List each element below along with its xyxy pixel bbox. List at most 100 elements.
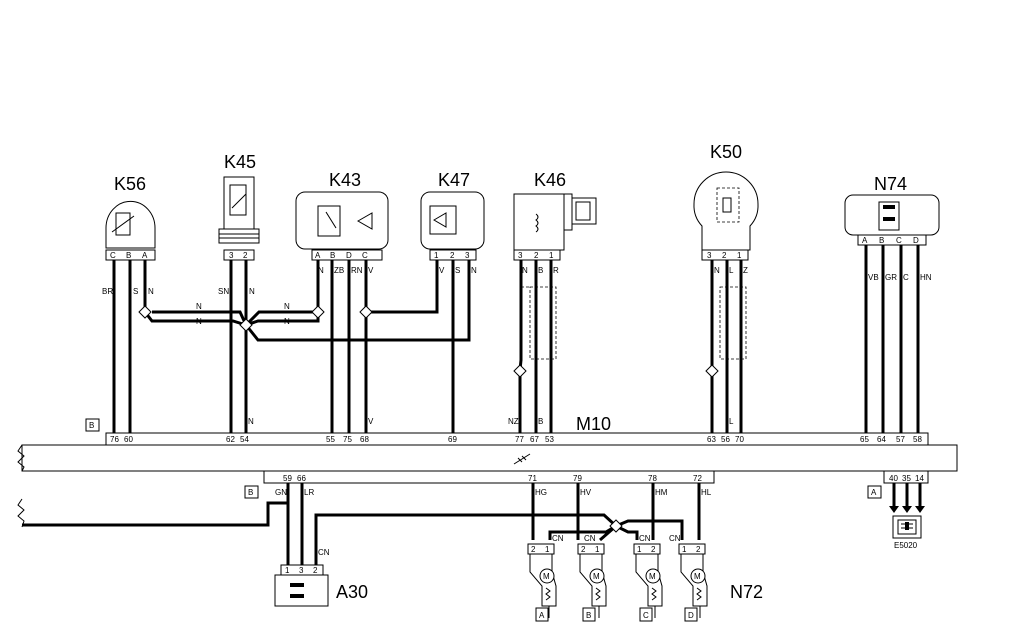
bottom-label-v: V (368, 417, 374, 426)
ecu-top-connector-label: B (89, 421, 94, 430)
harness-label-1: N (196, 302, 202, 311)
k43-wire-v: V (368, 266, 374, 275)
n74-pin-b: B (879, 236, 884, 245)
inj-c-pin-1: 1 (637, 545, 642, 554)
a30-body (274, 574, 329, 607)
k45-body (223, 176, 255, 230)
pin-79: 79 (573, 474, 582, 483)
pin-57: 57 (896, 435, 905, 444)
component-k43: K43 A B D C (295, 170, 389, 261)
inj-c-pin-2: 2 (651, 545, 656, 554)
k56-wire-n: N (148, 287, 154, 296)
k56-sensor-icon (115, 212, 131, 236)
k47-label: K47 (438, 170, 470, 190)
pin-70: 70 (735, 435, 744, 444)
k50-wire-l: L (729, 266, 734, 275)
wire-a30-2 (314, 513, 618, 565)
wire-inj-cn-d (615, 519, 684, 540)
k50-wire-z: Z (743, 266, 748, 275)
ecu-m10: M10 B B A (17, 414, 958, 499)
k46-splice (513, 364, 527, 378)
arrow-down-icon (889, 506, 899, 513)
k47-wire-s: S (455, 266, 460, 275)
inj-d-motor-icon (690, 568, 706, 584)
k50-label: K50 (710, 142, 742, 162)
n74-body (844, 194, 940, 236)
pin-59: 59 (283, 474, 292, 483)
wire-label-lr: LR (304, 488, 314, 497)
wire-label-hm: HM (655, 488, 668, 497)
injector-a: 2 1 M A (527, 543, 557, 622)
k50-connector (701, 249, 749, 261)
component-k56: K56 C B A (105, 174, 156, 261)
inj-c-wire-cn: CN (639, 534, 651, 543)
inj-d-wire-cn: CN (669, 534, 681, 543)
inj-d-pin-2: 2 (696, 545, 701, 554)
junction-harness: N N N N N V (138, 302, 374, 426)
ecu-bottom-connector-a-tag (867, 485, 882, 499)
wire-label-hv: HV (580, 488, 592, 497)
k50-pin-3: 3 (707, 251, 712, 260)
injector-b: 2 1 M B (577, 543, 607, 622)
n74-pin-a: A (862, 236, 868, 245)
a30-label: A30 (336, 582, 368, 602)
k43-body (295, 191, 389, 250)
inj-a-pin-2: 2 (531, 545, 536, 554)
k56-pin-a: A (142, 251, 148, 260)
n74-wire-c: C (903, 273, 909, 282)
k45-wire-sn: SN (218, 287, 229, 296)
e5020-label: E5020 (894, 541, 918, 550)
bottom-label-l: L (729, 417, 734, 426)
k56-wire-s: S (133, 287, 138, 296)
component-k45: K45 3 2 (218, 152, 260, 261)
inj-d-label: D (688, 611, 694, 620)
k45-pin-2: 2 (243, 251, 248, 260)
wire-k47-3 (244, 260, 471, 342)
k43-wire-rn: RN (351, 266, 363, 275)
inj-b-pin-2: 2 (581, 545, 586, 554)
inj-c-motor-icon (645, 568, 661, 584)
a30-pin-3: 3 (299, 566, 304, 575)
pin-53: 53 (545, 435, 554, 444)
k56-pin-b: B (126, 251, 131, 260)
k56-pin-c: C (110, 251, 116, 260)
pin-65: 65 (860, 435, 869, 444)
ecu-bottom-connector-b-label: B (248, 488, 253, 497)
lower-harness: GN LR CN (17, 483, 618, 565)
k43-wire-n: N (318, 266, 324, 275)
arrow-down-icon (915, 506, 925, 513)
k50-pin-1: 1 (737, 251, 742, 260)
k56-label: K56 (114, 174, 146, 194)
pin-58: 58 (913, 435, 922, 444)
k43-wire-zb: ZB (334, 266, 344, 275)
k45-flange (218, 228, 260, 244)
inj-d-motor-label: M (694, 572, 701, 581)
pin-76: 76 (110, 435, 119, 444)
inj-a-motor-icon (539, 568, 555, 584)
k43-pin-a: A (315, 251, 321, 260)
inj-b-label: B (586, 611, 591, 620)
inj-b-motor-label: M (593, 572, 600, 581)
bottom-label-nz: NZ (508, 417, 519, 426)
k46-pin-1: 1 (549, 251, 554, 260)
k50-wire-n: N (714, 266, 720, 275)
n74-wire-gr: GR (885, 273, 897, 282)
pin-67: 67 (530, 435, 539, 444)
wire-lower-main (22, 501, 288, 527)
wire-label-hg: HG (535, 488, 547, 497)
inj-a-wire-cn: CN (552, 534, 564, 543)
ecu-bottom-connector-a-label: A (871, 488, 877, 497)
a30-pin-2: 2 (313, 566, 318, 575)
k46-shield (529, 286, 557, 360)
k45-connector (223, 249, 255, 261)
pin-69: 69 (448, 435, 457, 444)
ecu-break-mark (17, 444, 25, 472)
splice-k56 (138, 305, 152, 319)
bottom-label-b: B (538, 417, 543, 426)
inj-d-pin-1: 1 (682, 545, 687, 554)
k50-shield (719, 286, 747, 360)
ecu-top-connector (105, 432, 929, 446)
n72-label: N72 (730, 582, 763, 602)
pin-60: 60 (124, 435, 133, 444)
